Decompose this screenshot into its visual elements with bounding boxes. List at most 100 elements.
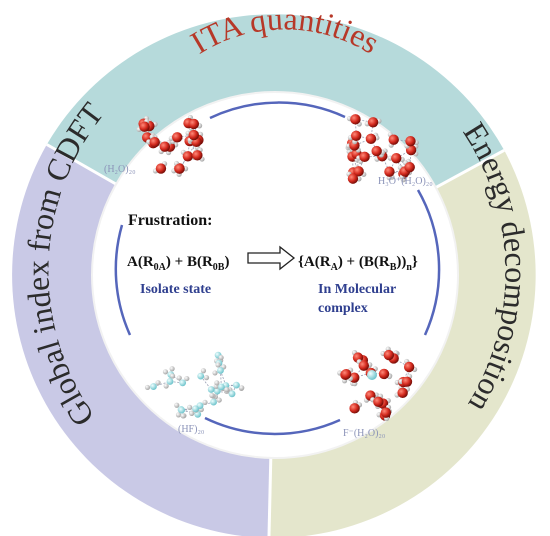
hydrogen-bond [189, 140, 198, 156]
oxygen-atom [340, 369, 352, 380]
fluorine-atom [192, 405, 199, 413]
equation-complex: {A(RA) + (B(RB))n} [298, 254, 418, 273]
fluorine-atom [150, 383, 157, 390]
fluorine-atom [217, 383, 225, 391]
hydrogen-atom [163, 383, 169, 389]
hydrogen-bond [389, 157, 397, 172]
hydrogen-bond [378, 401, 386, 416]
hydrogen-atom [218, 355, 224, 361]
hydrogen-bond [220, 370, 222, 387]
inner-arc-left [114, 224, 132, 336]
fluorine-atom [178, 406, 186, 414]
hydrogen-bond [353, 365, 365, 378]
fluorine-atom [217, 367, 224, 374]
hydrogen-bond [395, 157, 406, 172]
inner-arc-top [209, 101, 346, 120]
oxygen-atom [380, 407, 392, 418]
molecule-label-h2o-20: (H₂O)₂₀ [104, 164, 136, 175]
hydrogen-atom [214, 380, 220, 386]
oxygen-atom [397, 387, 408, 399]
molecule-cluster-hf-20 [144, 351, 245, 419]
oxygen-atom [401, 376, 413, 387]
oxygen-atom [155, 163, 167, 174]
fluorine-atom [197, 372, 205, 380]
oxygen-atom [403, 361, 415, 373]
hydrogen-atom [155, 380, 161, 386]
hydrogen-bond [177, 134, 194, 138]
oxygen-atom [139, 121, 150, 132]
hydrogen-bond [352, 156, 354, 173]
oxygen-atom [149, 137, 160, 148]
oxygen-atom [350, 114, 361, 125]
hydrogen-atom [215, 362, 221, 368]
hydrogen-atom [187, 404, 193, 410]
isolate-state-label: Isolate state [140, 282, 211, 297]
oxygen-atom [371, 145, 382, 157]
hydrogen-atom [180, 413, 186, 419]
hydrogen-atom [239, 385, 245, 391]
hydrogen-bond [370, 122, 374, 139]
hydrogen-bond [402, 366, 410, 383]
oxygen-atom [353, 166, 364, 177]
hydrogen-atom [200, 368, 207, 374]
hydrogen-atom [174, 402, 180, 408]
molecule-cluster-f-h2o-20 [337, 346, 418, 422]
molecular-complex-label-line2: complex [318, 301, 368, 316]
hydrogen-bond [187, 141, 191, 157]
hydrogen-atom [162, 369, 169, 375]
oxygen-atom [347, 173, 359, 184]
hydrogen-atom [189, 410, 195, 417]
oxygen-atom [359, 151, 370, 163]
hydrogen-atom [176, 375, 182, 381]
hydrogen-bond [356, 135, 372, 140]
fluorine-atom [210, 398, 217, 406]
fluorine-atom [228, 390, 236, 398]
molecule-cluster-h2o-20 [136, 114, 205, 177]
hydrogen-bond [355, 119, 357, 136]
oxygen-atom [367, 117, 379, 128]
oxygen-atom [192, 150, 203, 161]
molecule-cluster-h3o-h2o-20 [345, 114, 419, 184]
oxygen-atom [391, 152, 402, 164]
molecular-complex-label-line1: In Molecular [318, 282, 396, 297]
oxygen-atom [159, 141, 171, 152]
oxygen-atom [384, 166, 395, 177]
hydrogen-atom [209, 392, 215, 399]
molecule-label-h3o-h2o-20: H₃O⁺(H₂O)₂₀ [378, 176, 433, 187]
oxygen-atom [373, 396, 384, 408]
oxygen-atom [378, 368, 390, 380]
hydrogen-bond [396, 157, 410, 168]
oxygen-atom [174, 163, 185, 174]
oxygen-atom [358, 360, 370, 371]
fluorine-atom [207, 386, 215, 393]
hydrogen-atom [203, 375, 210, 381]
hydrogen-atom [184, 375, 190, 382]
oxygen-atom [404, 162, 415, 173]
frustration-title: Frustration: [128, 212, 212, 229]
hydrogen-atom [175, 412, 182, 418]
hydrogen-atom [224, 387, 230, 393]
oxygen-atom [365, 133, 377, 145]
hydrogen-atom [212, 370, 218, 376]
hydrogen-atom [169, 373, 176, 379]
inner-arc-bottom [204, 416, 341, 436]
hydrogen-bond [358, 156, 365, 172]
oxygen-atom [388, 134, 399, 145]
transform-arrow-icon [247, 245, 296, 271]
hydrogen-bond [352, 156, 359, 172]
inner-disk [91, 91, 459, 459]
fluorine-atom [179, 379, 187, 387]
hydrogen-atom [216, 397, 222, 403]
oxygen-atom [172, 132, 183, 143]
inner-ring-arcs [114, 101, 441, 436]
oxygen-atom [405, 135, 416, 147]
inner-arc-right [416, 189, 441, 336]
equation-isolate: A(R0A) + B(R0B) [127, 254, 229, 273]
fluoride-ion [367, 370, 377, 380]
hydrogen-atom [169, 366, 175, 372]
oxygen-atom [383, 349, 395, 361]
oxygen-atom [188, 118, 200, 130]
molecule-label-hf-20: (HF)₂₀ [178, 424, 205, 435]
